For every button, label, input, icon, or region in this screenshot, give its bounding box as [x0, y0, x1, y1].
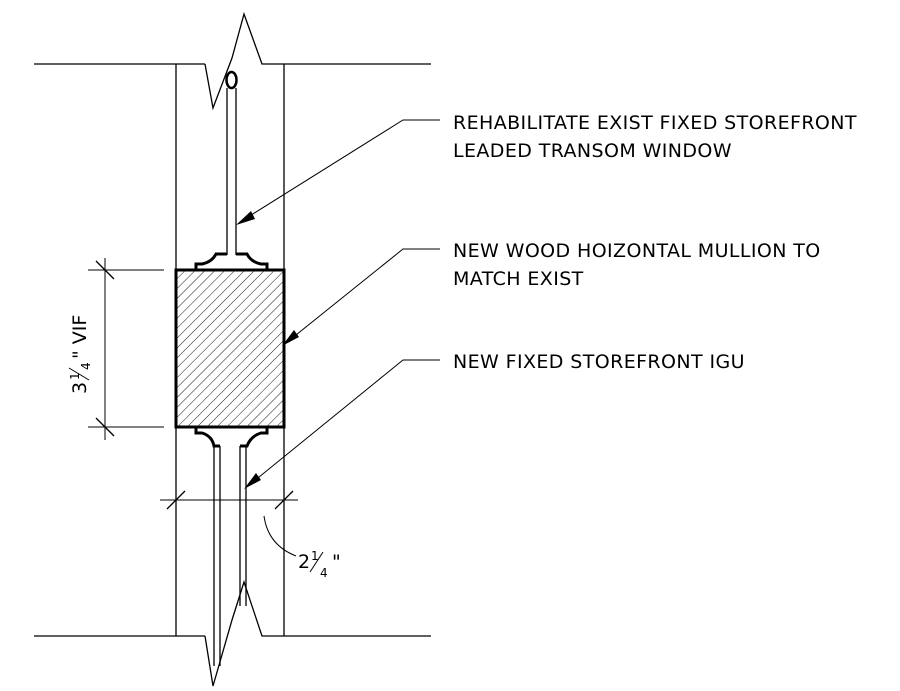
height-suffix: " VIF [69, 315, 91, 359]
note-mullion-line-1: NEW WOOD HOIZONTAL MULLION TO [453, 240, 821, 262]
leader-transom [236, 119, 440, 225]
mullion-bottom-moulding [176, 425, 284, 448]
break-line-top [204, 11, 268, 111]
note-transom-line-1: REHABILITATE EXIST FIXED STOREFRONT [453, 112, 857, 134]
width-numerator: 1 [311, 549, 319, 563]
mullion-body [174, 268, 286, 429]
transom-glass [225, 70, 238, 255]
note-igu: NEW FIXED STOREFRONT IGU [453, 351, 745, 373]
note-transom: REHABILITATE EXIST FIXED STOREFRONT LEAD… [453, 112, 857, 162]
igu-glass [213, 446, 247, 666]
width-leader [263, 515, 297, 557]
width-denominator: 4 [320, 566, 328, 580]
note-igu-line-1: NEW FIXED STOREFRONT IGU [453, 351, 745, 373]
height-dimension: 3 1 4 " VIF [68, 258, 164, 440]
height-denominator: 4 [79, 362, 93, 370]
width-whole: 2 [298, 551, 310, 573]
leader-igu [244, 359, 440, 489]
note-mullion: NEW WOOD HOIZONTAL MULLION TO MATCH EXIS… [453, 240, 821, 290]
width-suffix: " [332, 551, 341, 573]
leader-mullion [282, 248, 440, 346]
note-transom-line-2: LEADED TRANSOM WINDOW [453, 140, 732, 162]
mullion-top-moulding [176, 252, 284, 272]
height-whole: 3 [69, 382, 91, 394]
height-numerator: 1 [68, 372, 82, 380]
note-mullion-line-2: MATCH EXIST [453, 268, 584, 290]
width-dimension: 2 1 4 " [160, 490, 341, 580]
break-line-bottom [204, 579, 268, 687]
